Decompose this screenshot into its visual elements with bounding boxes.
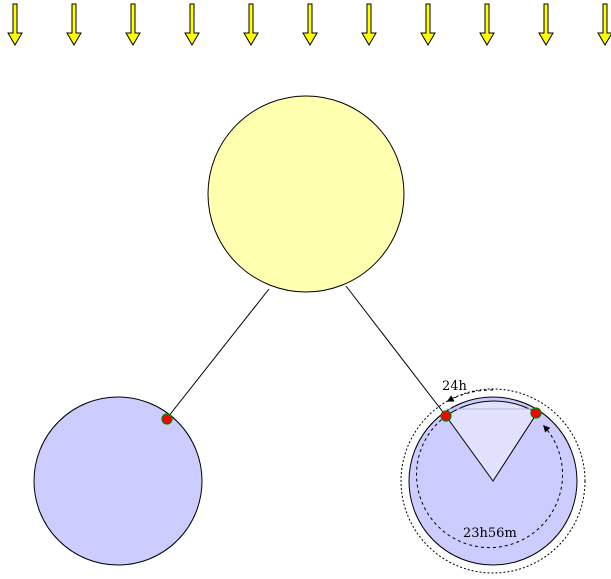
sunlight-down-arrow-icon	[597, 3, 611, 46]
solar-day-label: 24h	[442, 379, 468, 394]
outer-dotted-ring	[400, 388, 586, 574]
sunlight-down-arrow-icon	[479, 3, 495, 46]
sidereal-rotation-arc	[416, 415, 563, 549]
sunlight-arrows	[7, 3, 611, 46]
solar-day-arc	[446, 389, 494, 402]
sunlight-down-arrow-icon	[125, 3, 141, 46]
sunlight-down-arrow-icon	[361, 3, 377, 46]
observer-marker-left-icon	[161, 413, 173, 425]
earth-left-circle	[33, 396, 203, 566]
sunlight-down-arrow-icon	[302, 3, 318, 46]
sunlight-down-arrow-icon	[7, 3, 23, 46]
sunlight-down-arrow-icon	[66, 3, 82, 46]
sun-to-earth-right-line	[345, 285, 447, 417]
sun-to-earth-left-line	[152, 288, 270, 437]
sunlight-down-arrow-icon	[243, 3, 259, 46]
observer-marker-right-b-icon	[530, 407, 542, 419]
sidereal-day-label: 23h56m	[463, 526, 517, 541]
earth-right-group	[400, 388, 586, 574]
sunlight-down-arrow-icon	[538, 3, 554, 46]
sunlight-down-arrow-icon	[420, 3, 436, 46]
sunlight-down-arrow-icon	[184, 3, 200, 46]
observer-marker-right-a-icon	[440, 410, 452, 422]
sun-circle	[207, 95, 405, 293]
